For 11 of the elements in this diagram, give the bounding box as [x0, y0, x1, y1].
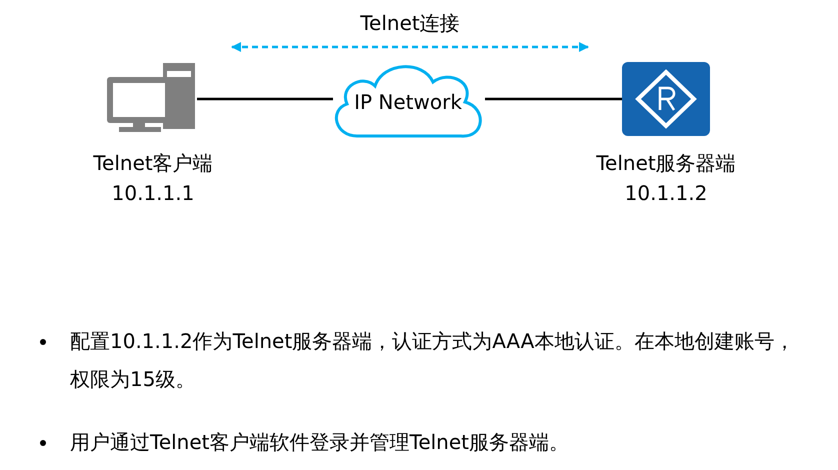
dashed-arrow [231, 42, 589, 52]
device-label: Telnet客户端 [93, 150, 213, 177]
ip-address: 10.1.1.2 [624, 181, 708, 205]
computer-icon [105, 63, 197, 133]
router-icon [622, 62, 710, 136]
connection-line [485, 98, 622, 100]
device-label: Telnet服务器端 [596, 150, 736, 177]
bullet-text: 配置10.1.1.2作为Telnet服务器端，认证方式为AAA本地认证。在本地创建账号，权限为15级。 [70, 328, 796, 393]
bullet-text: 用户通过Telnet客户端软件登录并管理Telnet服务器端。 [70, 429, 570, 456]
connection-line [197, 98, 333, 100]
ip-address: 10.1.1.1 [112, 181, 194, 205]
